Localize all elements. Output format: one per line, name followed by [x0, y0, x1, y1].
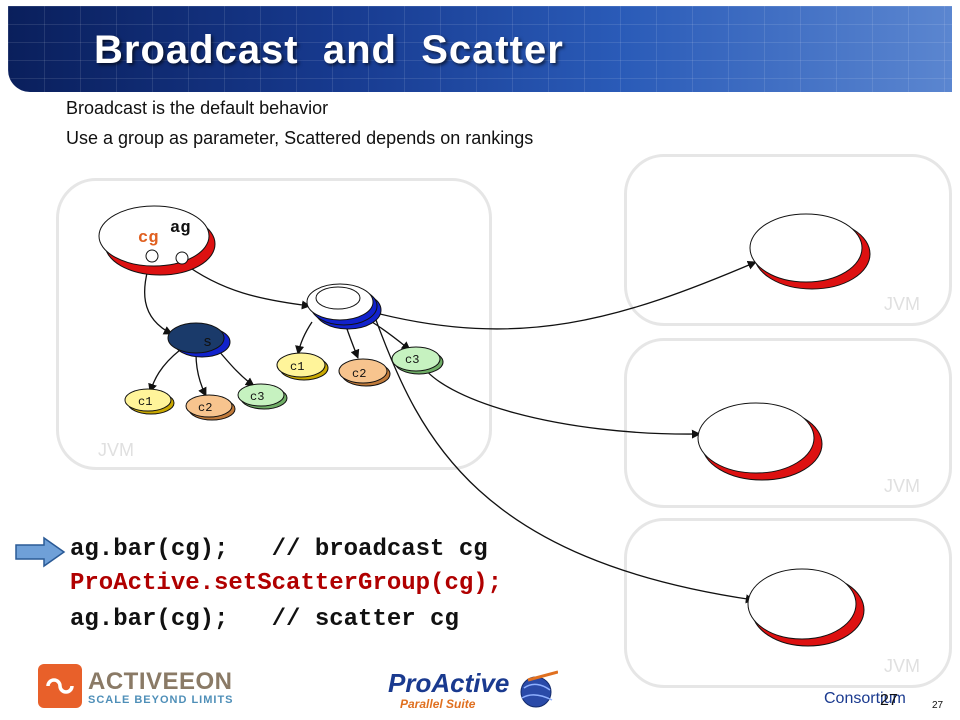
- activeeon-wordmark: ACTIVEEON: [88, 668, 233, 695]
- consortium-wordmark: Consortium: [824, 690, 906, 707]
- bullet-1: Broadcast is the default behavior: [66, 98, 329, 118]
- code-line-1: ag.bar(cg); // broadcast cg: [70, 536, 488, 563]
- bullet-2: Use a group as parameter, Scattered depe…: [66, 128, 534, 148]
- arrow-scatter-jvm3: [375, 319, 755, 604]
- arrow-s-to-c1: [148, 349, 181, 393]
- pointer-arrow-icon: [15, 536, 66, 568]
- remote-object-jvm3: [747, 568, 865, 647]
- c1-local-label: c1: [138, 395, 152, 409]
- arrow-s-to-c3: [217, 349, 255, 387]
- node-c1-group: [276, 352, 329, 381]
- page-number-large: 27: [880, 692, 898, 709]
- code-line-3: ag.bar(cg); // scatter cg: [70, 606, 459, 633]
- s-label: s: [203, 334, 212, 351]
- node-c2-group: [338, 358, 391, 387]
- code-line-2: ProActive.setScatterGroup(cg);: [70, 570, 503, 597]
- node-s: [167, 322, 231, 358]
- jvm-box-2: [624, 338, 952, 508]
- activeeon-logo-icon: [38, 664, 82, 708]
- c1-group-label: c1: [290, 360, 304, 374]
- cg-label: cg: [138, 229, 158, 248]
- arrow-scatter-jvm2: [419, 361, 701, 439]
- ag-port: [175, 251, 189, 265]
- arrow-s-to-c2: [195, 353, 207, 397]
- cg-port: [145, 249, 159, 263]
- arrow-ag-to-group: [181, 261, 311, 310]
- c2-local-label: c2: [198, 401, 212, 415]
- active-object-ag: [98, 205, 216, 276]
- arrow-broadcast-jvm1: [371, 261, 757, 330]
- jvm-label-2: JVM: [884, 476, 920, 496]
- arrow-group-to-c1: [295, 321, 313, 355]
- c3-local-label: c3: [250, 390, 264, 404]
- proactive-wordmark: ProActive: [388, 668, 510, 698]
- title-banner: Broadcast and Scatter: [8, 6, 952, 92]
- remote-object-jvm1: [749, 213, 871, 290]
- node-c2-local: [185, 394, 236, 421]
- jvm-label-1: JVM: [884, 294, 920, 314]
- page-number-small: 27: [932, 700, 944, 711]
- ag-label: ag: [170, 219, 190, 238]
- banner-grid: [8, 6, 952, 92]
- proactive-tagline: Parallel Suite: [400, 697, 476, 711]
- c3-group-label: c3: [405, 353, 419, 367]
- remote-object-jvm2: [697, 402, 823, 481]
- node-c1-local: [124, 388, 175, 415]
- c2-group-label: c2: [352, 367, 366, 381]
- arrow-group-to-c2: [345, 325, 360, 359]
- jvm-label-3: JVM: [884, 656, 920, 676]
- page-title: Broadcast and Scatter: [94, 28, 564, 72]
- node-c3-local: [237, 383, 288, 410]
- proactive-globe-icon: [520, 670, 558, 708]
- node-c3-group: [391, 346, 444, 375]
- jvm-box-main: [56, 178, 492, 470]
- activeeon-tagline: SCALE BEYOND LIMITS: [88, 694, 234, 706]
- group-object: [306, 283, 382, 330]
- jvm-label-main: JVM: [98, 440, 134, 460]
